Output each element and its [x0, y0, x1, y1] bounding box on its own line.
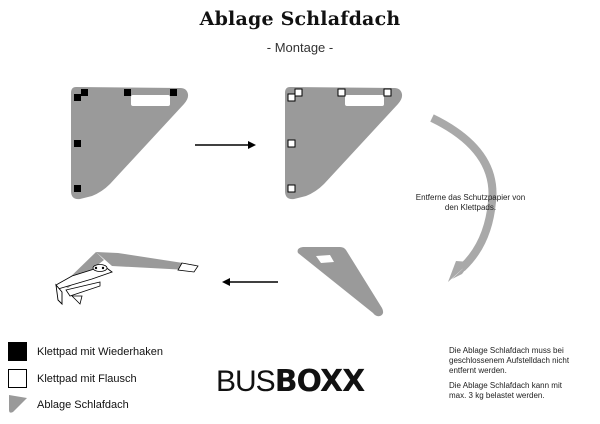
instruction-text: Entferne das Schutzpapier von den Klettp… [415, 193, 526, 212]
busboxx-logo: BUSBOXX [216, 364, 365, 399]
step1-panel [71, 87, 189, 200]
legend-item-hook-pad: Klettpad mit Wiederhaken [8, 342, 163, 361]
fleece-pad [287, 184, 296, 193]
hook-pad [170, 89, 177, 96]
legend-item-fleece-pad: Klettpad mit Flausch [8, 369, 137, 388]
fleece-pad [294, 88, 303, 97]
panel-label-slot [131, 95, 170, 106]
fleece-pad [337, 88, 346, 97]
panel-shape [285, 87, 403, 200]
hook-pad [81, 89, 88, 96]
step4-installed [55, 252, 199, 306]
fleece-pad [383, 88, 392, 97]
arrow-right [195, 141, 256, 149]
fleece-pad-swatch [8, 369, 27, 388]
hook-pad [74, 185, 81, 192]
panel-shape [297, 247, 384, 317]
page-title: Ablage Schlafdach [199, 8, 401, 30]
fleece-pad [287, 139, 296, 148]
note-load: Die Ablage Schlafdach kann mit max. 3 kg… [449, 381, 562, 400]
note-roof: Die Ablage Schlafdach muss bei geschloss… [449, 346, 570, 375]
step3-panel [297, 247, 384, 317]
page-subtitle: - Montage - [266, 40, 334, 55]
fleece-pad [287, 93, 296, 102]
panel-shape [71, 87, 189, 200]
step2-panel [285, 87, 403, 200]
hook-pad-swatch [8, 342, 27, 361]
legend-panel-icon [9, 395, 27, 413]
hook-pad [124, 89, 131, 96]
curved-arrow [430, 114, 497, 282]
hook-pad [74, 140, 81, 147]
panel-label-slot [345, 95, 384, 106]
panel-swatch [8, 395, 27, 414]
hook-pad [74, 94, 81, 101]
legend-item-panel: Ablage Schlafdach [8, 395, 129, 414]
arrow-left [222, 278, 278, 286]
panel-label-slot [316, 255, 334, 263]
